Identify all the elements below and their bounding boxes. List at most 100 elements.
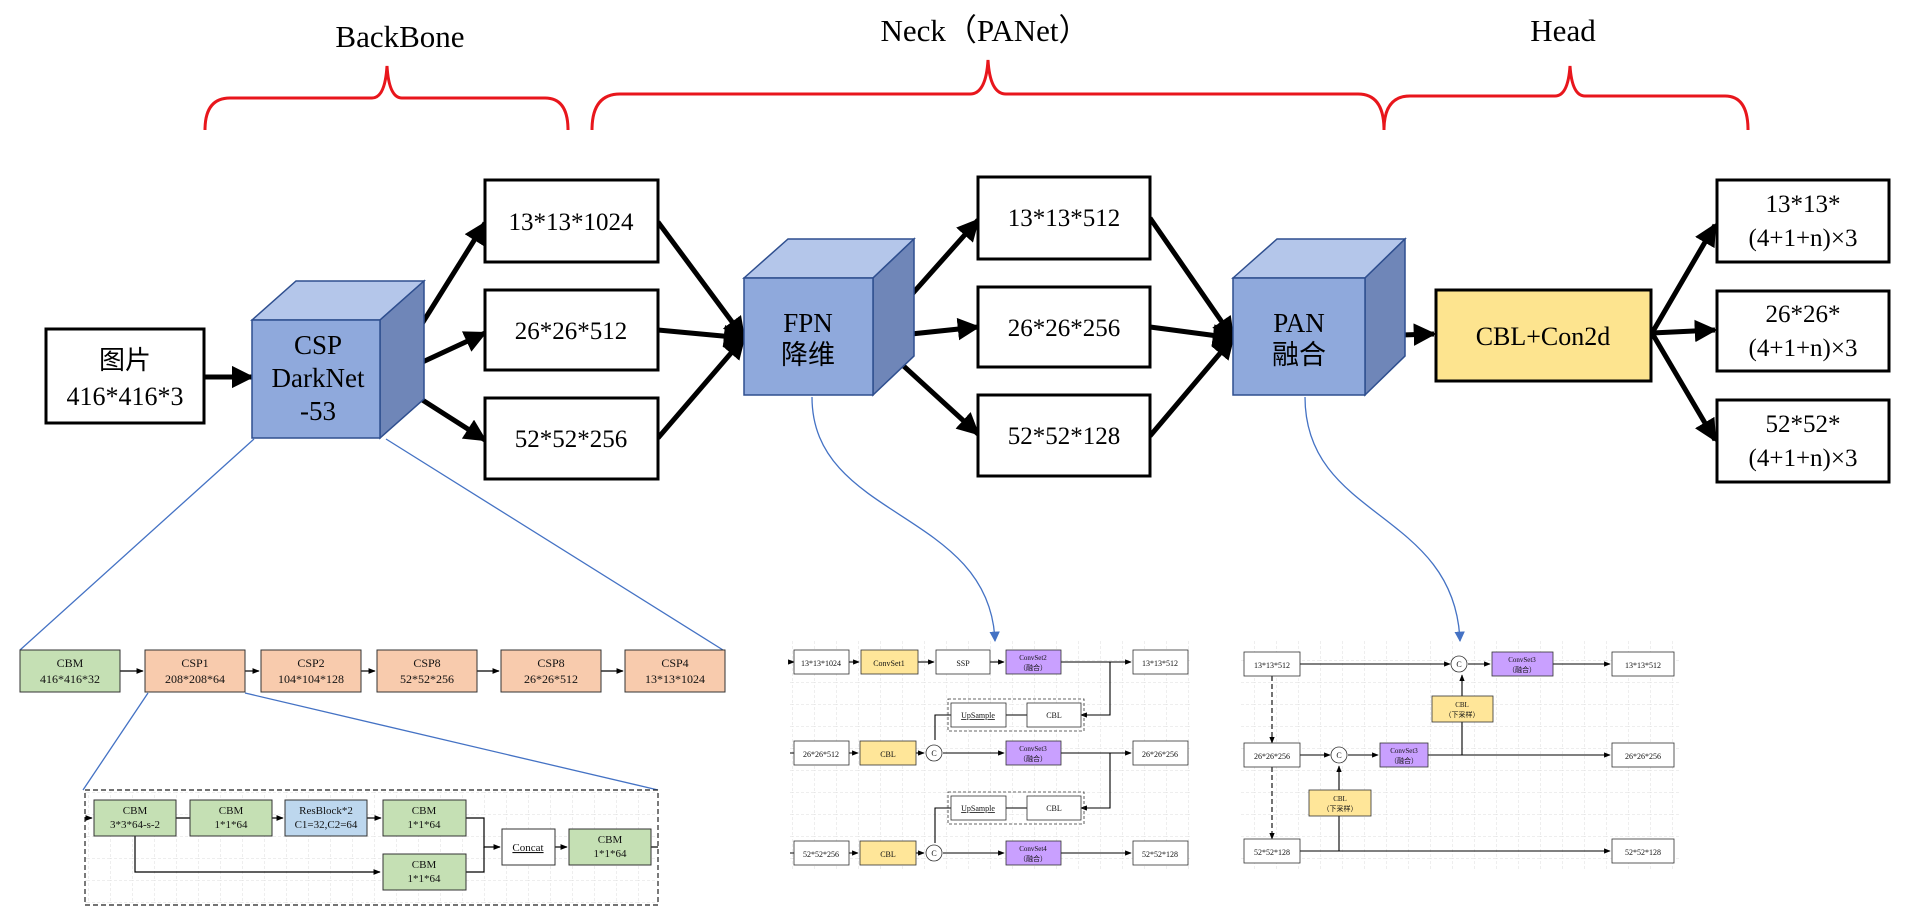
csp-resblock-l1: ResBlock*2 [299, 805, 353, 817]
bb-detail-csp8a-l1: CSP8 [413, 656, 440, 670]
csp-concat [501, 828, 556, 866]
input-size: 416*416*3 [67, 382, 184, 411]
backbone-detail-strip: CBM 416*416*32 CSP1 208*208*64 CSP2 104*… [19, 649, 726, 693]
bb-detail-csp8a [376, 649, 478, 693]
fpn-d-in2-label: 26*26*512 [803, 750, 839, 759]
csp-cbm3 [382, 799, 467, 837]
head-box-label: CBL+Con2d [1476, 322, 1611, 351]
bb-detail-csp4 [624, 649, 726, 693]
bb-detail-csp2-l1: CSP2 [297, 656, 324, 670]
head-cbl-conv-box: CBL+Con2d [1434, 288, 1653, 383]
final-out-26-line2: (4+1+n)×3 [1749, 335, 1858, 362]
csp-cbm2-l2: 1*1*64 [215, 819, 249, 831]
fpn-d-cbl-up2 [1026, 795, 1082, 821]
cube-csp-line2: DarkNet [272, 363, 365, 393]
bb-detail-csp1-l2: 208*208*64 [165, 672, 225, 686]
cube-fpn: FPN 降维 [742, 237, 916, 397]
fpn-d-cbl2-label: CBL [880, 750, 896, 759]
fpn-d-convset3 [1005, 740, 1062, 766]
pan-d-concat-c2 [1330, 746, 1348, 764]
bb-detail-csp2-l2: 104*104*128 [278, 672, 344, 686]
final-out-13-line2: (4+1+n)×3 [1749, 225, 1858, 252]
pan-d-in2-label: 26*26*256 [1254, 752, 1290, 761]
fpn-d-upsample1 [950, 702, 1007, 728]
fpn-d-upsample2-label: UpSample [961, 804, 995, 813]
bb-detail-csp8b [500, 649, 602, 693]
bb-detail-csp4-l1: CSP4 [661, 656, 688, 670]
fpn-d-cbl2 [859, 740, 917, 766]
pan-d-concat-c2-label: C [1336, 751, 1341, 760]
fpn-d-out1-label: 13*13*512 [1142, 659, 1178, 668]
fpn-d-in3 [793, 840, 850, 866]
backbone-out-26: 26*26*512 [515, 318, 628, 345]
fpn-d-convset2-l2: （融合） [1019, 663, 1047, 672]
fpn-d-convset3-l1: ConvSet3 [1019, 745, 1047, 753]
csp-cbm2 [189, 799, 273, 837]
pan-d-convset3b [1379, 742, 1429, 768]
cube-csp-line3: -53 [300, 396, 336, 426]
fpn-d-concat-c3 [925, 844, 943, 862]
cube-csp-line1: CSP [294, 330, 342, 360]
bb-detail-csp1 [144, 649, 246, 693]
final-out-52-line2: (4+1+n)×3 [1749, 445, 1858, 472]
csp-cbm1-l1: CBM [123, 805, 148, 817]
fpn-d-out1 [1132, 649, 1189, 675]
bb-detail-cbm-l2: 416*416*32 [40, 672, 100, 686]
cube-pan: PAN 融合 [1231, 237, 1407, 397]
csp-cbm4-l1: CBM [412, 859, 437, 871]
fpn-d-upsample1-label: UpSample [961, 711, 995, 720]
pan-d-concat-c1 [1450, 655, 1468, 673]
pan-d-in1-label: 13*13*512 [1254, 661, 1290, 670]
csp-cbm1 [93, 799, 177, 837]
brace-backbone [203, 65, 570, 131]
fpn-d-convset4-l1: ConvSet4 [1019, 845, 1047, 853]
fpn-out-26: 26*26*256 [1008, 315, 1121, 342]
csp-cbm2-l1: CBM [219, 805, 244, 817]
csp-concat-label: Concat [512, 842, 543, 854]
csp-cbm1-l2: 3*3*64-s-2 [110, 819, 160, 831]
pan-d-out2-label: 26*26*256 [1625, 752, 1661, 761]
csp-cbm3-l1: CBM [412, 805, 437, 817]
backbone-out-13: 13*13*1024 [509, 209, 635, 236]
fpn-out-13: 13*13*512 [1008, 205, 1121, 232]
fpn-d-convset1-label: ConvSet1 [873, 659, 905, 668]
final-output-boxes: 13*13* (4+1+n)×3 26*26* (4+1+n)×3 52*52*… [1715, 178, 1891, 484]
pan-d-in1 [1243, 651, 1301, 677]
fpn-d-in1 [793, 649, 850, 675]
fpn-d-cbl3 [859, 840, 917, 866]
pan-d-in3 [1243, 838, 1301, 864]
csp-resblock [284, 799, 368, 837]
fpn-d-concat-c2 [925, 744, 943, 762]
fpn-d-ssp-label: SSP [956, 659, 970, 668]
csp-cbm4-l2: 1*1*64 [408, 873, 442, 885]
pan-d-cbl-down1-l2: （下采样） [1445, 710, 1480, 719]
pan-d-convset3b-l1: ConvSet3 [1390, 747, 1418, 755]
backbone-out-52: 52*52*256 [515, 426, 628, 453]
fpn-d-convset4-l2: （融合） [1019, 854, 1047, 863]
pan-d-out1-label: 13*13*512 [1625, 661, 1661, 670]
pan-d-cbl-down1-l1: CBL [1455, 701, 1469, 709]
pan-d-convset3a [1491, 651, 1554, 677]
final-out-13-line1: 13*13* [1766, 191, 1841, 218]
section-title-head: Head [1530, 13, 1596, 48]
fpn-d-in3-label: 52*52*256 [803, 850, 839, 859]
bb-detail-cbm [19, 649, 121, 693]
csp-resblock-l2: C1=32,C2=64 [295, 819, 358, 831]
cube-fpn-line1: FPN [783, 308, 833, 338]
cube-fpn-line2: 降维 [781, 340, 835, 370]
input-label: 图片 [99, 346, 151, 375]
csp-cbm5-l2: 1*1*64 [594, 848, 628, 860]
fpn-d-out2-label: 26*26*256 [1142, 750, 1178, 759]
brace-neck [590, 59, 1386, 131]
pan-d-convset3b-l2: （融合） [1390, 756, 1418, 765]
csp1-detail-panel: CBM 3*3*64-s-2 CBM 1*1*64 ResBlock*2 C1=… [84, 789, 659, 906]
bb-detail-cbm-l1: CBM [57, 656, 84, 670]
fpn-d-ssp [935, 649, 991, 675]
csp-cbm4 [382, 853, 467, 891]
cube-csp-darknet: CSP DarkNet -53 [250, 279, 426, 440]
fpn-detail-panel: 13*13*1024 ConvSet1 SSP ConvSet2 （融合） 13… [788, 641, 1190, 871]
final-out-26-line1: 26*26* [1766, 301, 1841, 328]
fpn-d-convset2 [1005, 649, 1062, 675]
fpn-d-concat-c3-label: C [931, 849, 936, 858]
pan-d-cbl-down1 [1431, 695, 1494, 723]
